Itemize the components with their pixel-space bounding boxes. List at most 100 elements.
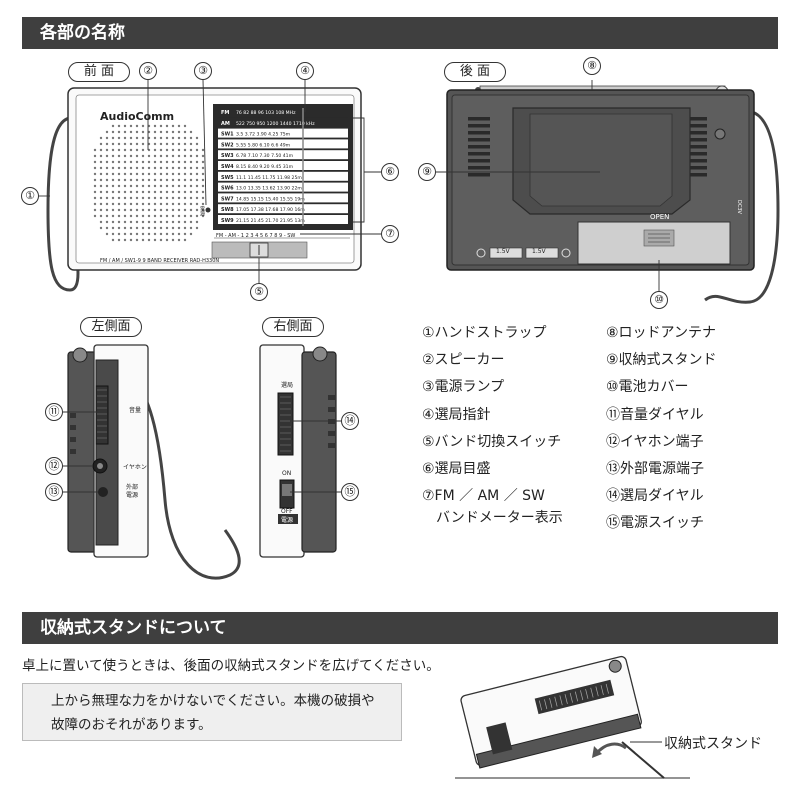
view-label-right: 右側面 xyxy=(262,317,324,337)
list-item: ⑤バンド切換スイッチ xyxy=(422,433,562,450)
list-item: ①ハンドストラップ xyxy=(422,325,547,341)
callout-11: ⑪ xyxy=(45,403,63,421)
switch-off-label: OFF xyxy=(281,508,293,515)
window-tick xyxy=(580,690,584,701)
caution-line-2: 故障のおそれがあります。 xyxy=(51,717,212,733)
caution-note: 上から無理な力をかけないでください。本機の破損や 故障のおそれがあります。 xyxy=(22,683,402,741)
callout-13: ⑬ xyxy=(45,483,63,501)
callout-8: ⑧ xyxy=(583,57,601,75)
band-meter-label: SW4 xyxy=(221,164,234,170)
callout-5: ⑤ xyxy=(250,283,268,301)
band-meter-label: SW1 xyxy=(221,132,234,138)
section-title-parts: 各部の名称 xyxy=(40,23,125,43)
band-meter-row xyxy=(218,171,348,181)
window-tick xyxy=(569,692,573,703)
callout-7: ⑦ xyxy=(381,225,399,243)
band-meter-row xyxy=(218,150,348,160)
band-meter-row xyxy=(218,139,348,149)
battery-1-label: 1.5V xyxy=(496,248,510,255)
power-lamp-label: 電源 xyxy=(199,206,205,216)
parts-list-right: ⑧ロッドアンテナ ⑨収納式スタンド ⑩電池カバー ⑪音量ダイヤル ⑫イヤホン端子… xyxy=(606,320,717,538)
window-tick xyxy=(559,695,563,706)
list-item: ⑪音量ダイヤル xyxy=(606,406,704,423)
window-tick xyxy=(590,687,594,698)
band-meter-row xyxy=(218,215,348,224)
callout-9: ⑨ xyxy=(418,163,436,181)
vent-slot xyxy=(468,145,490,149)
window-tick xyxy=(564,694,568,704)
list-item: ⑭選局ダイヤル xyxy=(606,488,704,505)
band-meter-row xyxy=(218,182,348,192)
vent-slot xyxy=(468,138,490,142)
list-item: ⑧ロッドアンテナ xyxy=(606,325,716,341)
band-meter-values: 8.15 8.40 9.20 9.45 31m xyxy=(236,164,294,170)
band-meter-values: 76 82 88 96 103 108 MHz xyxy=(236,110,296,116)
earphone-label: イヤホン xyxy=(123,464,147,471)
tuning-dial[interactable] xyxy=(277,392,294,456)
window-tick xyxy=(585,688,589,699)
section-header-stand: 収納式スタンドについて xyxy=(22,612,778,644)
band-meter-row xyxy=(218,204,348,214)
open-label: OPEN xyxy=(650,213,670,221)
stand-leg[interactable] xyxy=(621,741,665,779)
vent-slot xyxy=(685,124,707,128)
vent-slot xyxy=(468,173,490,177)
hand-strap xyxy=(46,116,80,292)
window-tick xyxy=(595,686,599,697)
back-vents xyxy=(468,117,707,177)
vent-slot xyxy=(468,152,490,156)
callout-12: ⑫ xyxy=(45,457,63,475)
vent-slot xyxy=(685,131,707,135)
band-meter-label: SW7 xyxy=(221,196,234,202)
window-tick xyxy=(549,697,553,708)
band-meter-row xyxy=(218,161,348,170)
vent-slot xyxy=(685,159,707,163)
section-title-stand: 収納式スタンドについて xyxy=(40,618,227,638)
window-tick xyxy=(574,691,579,702)
list-item: ②スピーカー xyxy=(422,352,505,369)
band-meter-values: 522 750 950 1200 1440 1710 kHz xyxy=(236,121,315,127)
vent-slot xyxy=(685,117,707,121)
band-meter-values: 14.85 15.15 15.40 15.55 19m xyxy=(236,196,305,202)
list-item: バンドメーター表示 xyxy=(422,510,563,527)
window-tick xyxy=(600,685,604,695)
speaker-grille xyxy=(93,124,205,242)
band-meter-row xyxy=(218,128,348,138)
battery-2 xyxy=(525,247,559,259)
window-tick xyxy=(605,683,609,694)
tuning-label: 選局 xyxy=(281,382,294,389)
ext-power-jack[interactable] xyxy=(98,487,108,497)
dc-label: DC3V xyxy=(736,200,742,214)
band-meter-values: 21.15 21.45 21.70 21.95 13m xyxy=(236,218,305,224)
section-header-parts: 各部の名称 xyxy=(22,17,778,49)
caution-line-1: 上から無理な力をかけないでください。本機の破損や xyxy=(51,693,375,709)
parts-list-left: ①ハンドストラップ ②スピーカー ③電源ランプ ④選局指針 ⑤バンド切換スイッチ… xyxy=(422,320,563,527)
vent-slot xyxy=(685,152,707,156)
hand-strap-left xyxy=(121,370,241,580)
brand-logo: AudioComm xyxy=(100,110,175,123)
callout-3: ③ xyxy=(194,62,212,80)
model-line: FM / AM / SW1-9 9 BAND RECEIVER RAD-H330… xyxy=(100,258,220,264)
view-label-left: 左側面 xyxy=(80,317,142,337)
power-lamp xyxy=(205,207,211,213)
switch-on-label: ON xyxy=(282,470,292,477)
band-meter-row xyxy=(218,107,348,116)
band-meter-label: SW9 xyxy=(221,218,234,224)
window-tick xyxy=(538,700,543,711)
tilted-tuning-window xyxy=(534,679,615,715)
list-item: ⑥選局目盛 xyxy=(422,461,491,478)
vent-slot xyxy=(468,131,490,135)
list-item: ⑩電池カバー xyxy=(606,379,689,396)
band-meter-row xyxy=(218,193,348,203)
window-tick xyxy=(554,696,558,707)
vent-slot xyxy=(685,166,707,170)
callout-2: ② xyxy=(139,62,157,80)
band-meter-label: SW8 xyxy=(221,207,234,213)
volume-dial[interactable] xyxy=(95,385,109,445)
vent-slot xyxy=(685,173,707,177)
